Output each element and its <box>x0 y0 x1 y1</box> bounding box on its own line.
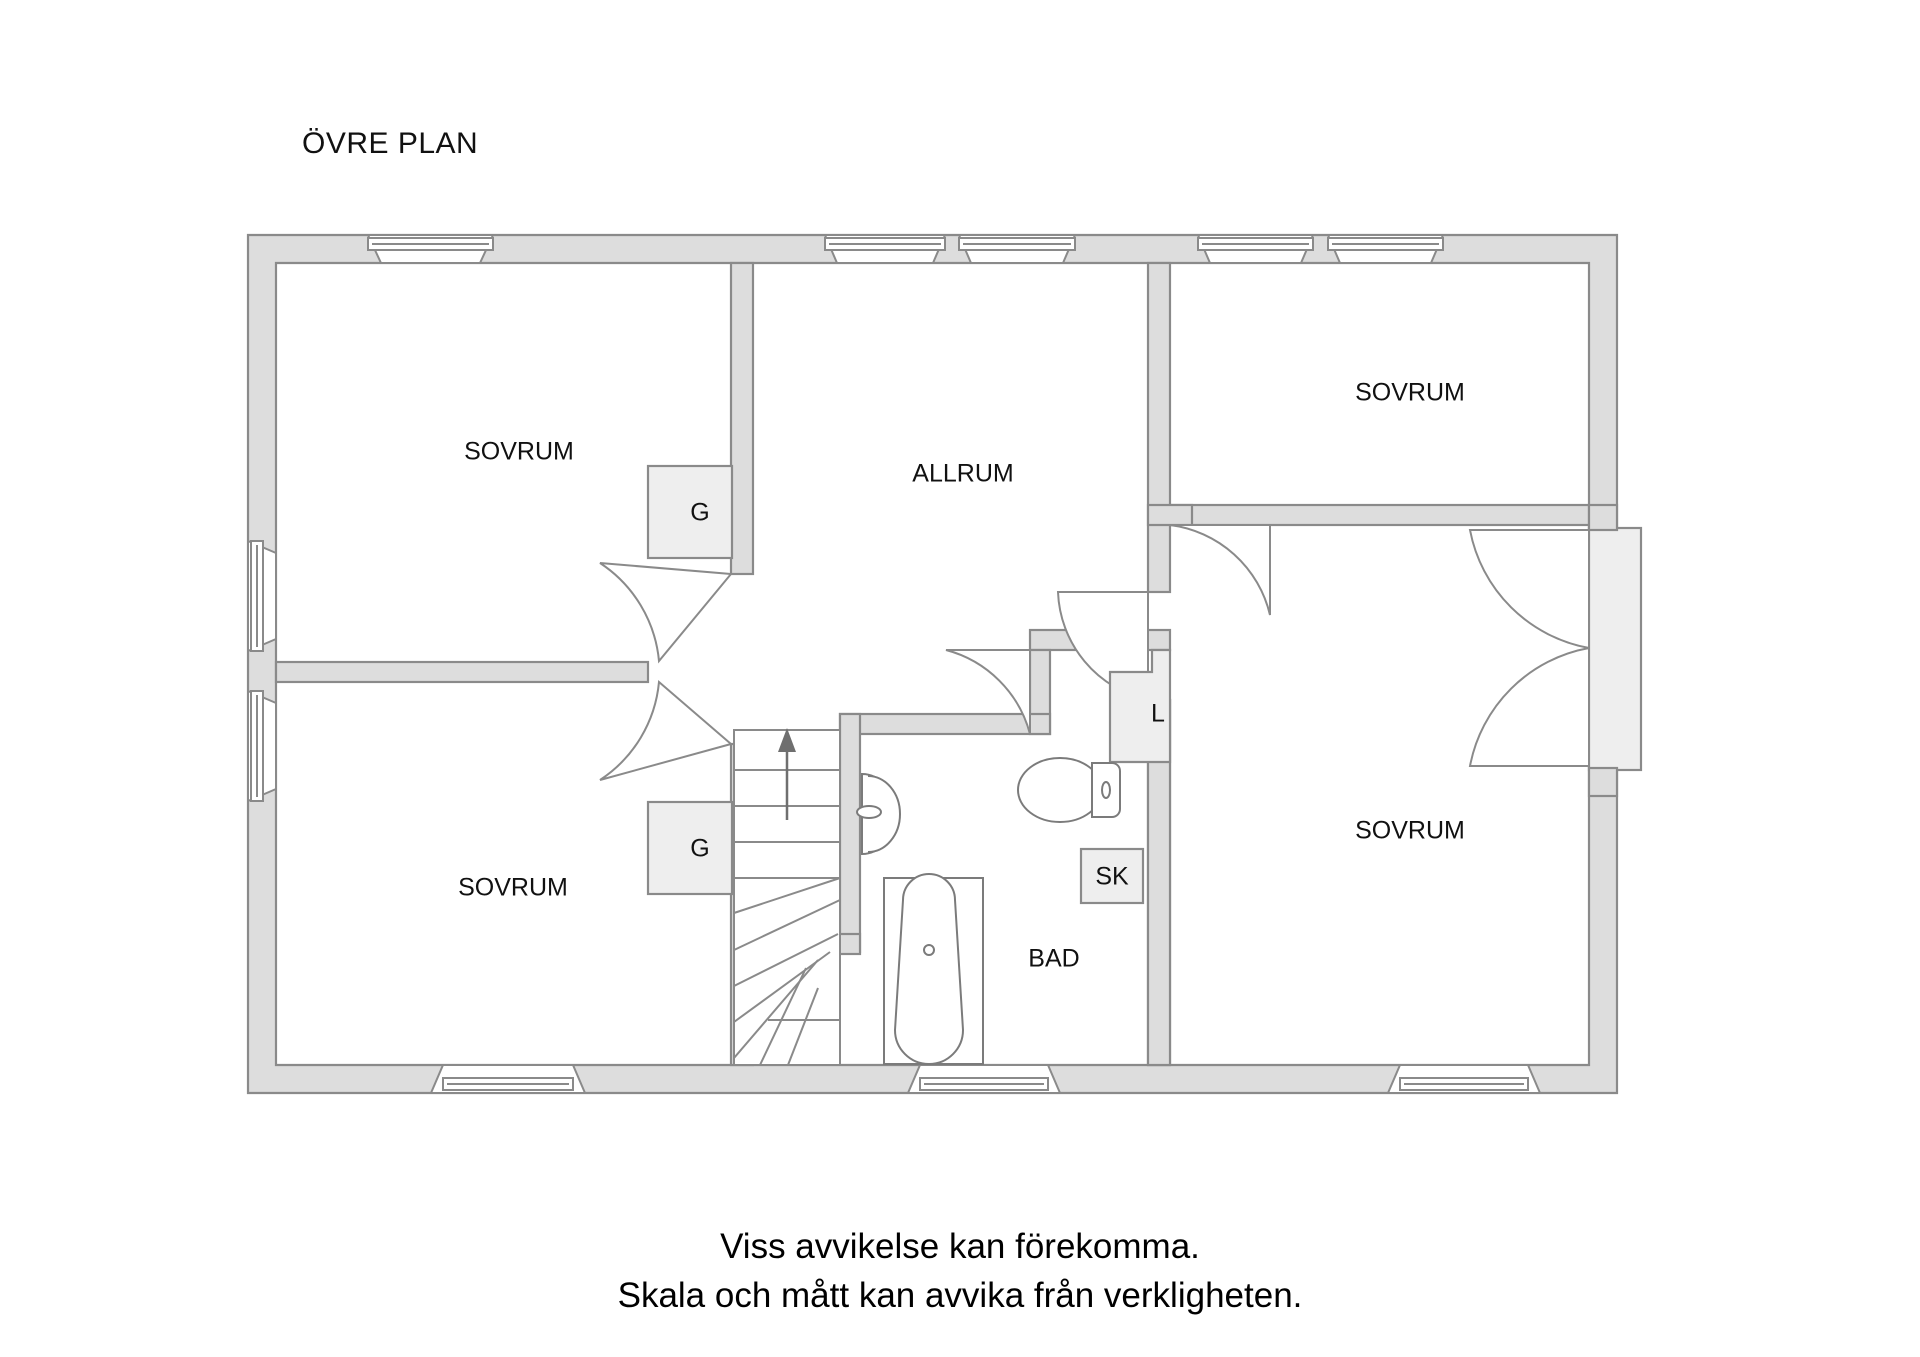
interior-wall-left-vertical <box>729 261 755 576</box>
closet-g-upper-box <box>646 464 734 560</box>
room-label-sovrum-top-right: SOVRUM <box>1355 379 1465 407</box>
bathtub-icon <box>883 873 984 1065</box>
closet-label-sk: SK <box>1095 863 1129 891</box>
page-title: ÖVRE PLAN <box>302 127 479 160</box>
balcony-wall-lower <box>1587 766 1619 798</box>
door-sovrum-bottom-right <box>1169 524 1271 616</box>
closet-labels-group: G G L SK <box>690 499 1165 891</box>
balcony-door-lower-leaf <box>1468 646 1590 767</box>
stair-up-arrow-icon <box>778 728 796 752</box>
closet-label-g-lower: G <box>690 835 709 863</box>
room-label-sovrum-bottom-left: SOVRUM <box>458 874 568 902</box>
interior-wall-left-horizontal <box>274 660 650 684</box>
interior-wall-right-stub <box>1146 503 1194 527</box>
staircase <box>733 728 841 1066</box>
interior-wall-right-vertical-upper <box>1146 261 1172 594</box>
doors-group <box>599 524 1590 781</box>
balcony-wall-upper <box>1587 503 1619 532</box>
window-left-2 <box>247 689 277 803</box>
interior-wall-stair-right <box>838 712 862 954</box>
balcony-group <box>1587 503 1643 798</box>
window-bottom-3 <box>1386 1064 1542 1094</box>
closet-sk-box <box>1079 847 1145 905</box>
interior-wall-right-horizontal <box>1168 503 1591 527</box>
interior-wall-bath-top <box>838 712 1052 736</box>
toilet-icon <box>1017 757 1121 823</box>
room-labels-group: SOVRUM ALLRUM SOVRUM SOVRUM BAD SOVRUM <box>458 379 1465 973</box>
balcony-slab <box>1587 526 1643 772</box>
closet-label-l: L <box>1151 700 1165 728</box>
window-top-3 <box>957 234 1077 264</box>
disclaimer-caption: Viss avvikelse kan förekomma. Skala och … <box>0 1222 1920 1320</box>
windows-group <box>247 234 1542 1094</box>
closet-label-g-upper: G <box>690 499 709 527</box>
balcony-door-upper-leaf <box>1468 529 1590 650</box>
room-label-bad: BAD <box>1028 945 1079 973</box>
window-bottom-1 <box>429 1064 587 1094</box>
room-label-sovrum-top-left: SOVRUM <box>464 438 574 466</box>
window-bottom-2 <box>906 1064 1062 1094</box>
room-label-sovrum-bottom-right: SOVRUM <box>1355 817 1465 845</box>
window-left-1 <box>247 539 277 653</box>
window-top-4 <box>1196 234 1315 264</box>
window-top-5 <box>1326 234 1445 264</box>
door-hall-to-bath <box>945 649 1031 735</box>
window-top-2 <box>823 234 947 264</box>
washbasin-icon <box>856 772 901 856</box>
room-label-allrum: ALLRUM <box>912 460 1013 488</box>
caption-line-1: Viss avvikelse kan förekomma. <box>720 1227 1200 1266</box>
caption-line-2: Skala och mått kan avvika från verklighe… <box>617 1276 1303 1315</box>
bath-fixtures-group <box>856 757 1121 1065</box>
walls-group <box>246 233 1619 1095</box>
closets-group <box>646 464 1172 905</box>
closet-g-lower-box <box>646 800 734 896</box>
window-top-1 <box>366 234 495 264</box>
door-sovrum-top-left <box>599 562 733 664</box>
door-sovrum-bottom-left <box>599 679 734 781</box>
